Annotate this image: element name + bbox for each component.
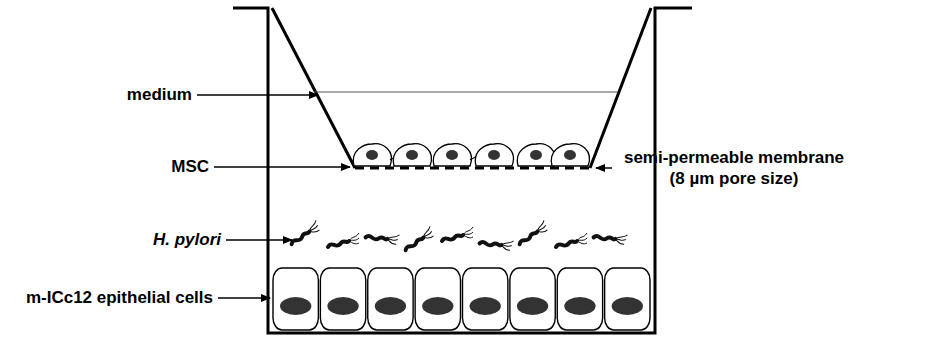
flagellum <box>615 236 625 242</box>
cell-line-label: m-ICc12 epithelial cells <box>26 287 213 308</box>
flagellum <box>386 239 396 245</box>
msc-nucleus <box>446 150 458 160</box>
flagellum <box>349 238 359 241</box>
h-pylori-cell <box>442 227 473 241</box>
h-pylori-cell <box>366 224 400 248</box>
h-pylori-cell <box>556 233 587 247</box>
bacterium-body <box>290 231 312 244</box>
epithelial-cell <box>273 268 318 330</box>
flagellum <box>423 234 433 240</box>
msc-nucleus <box>366 150 378 160</box>
h-pylori-cell <box>328 233 359 247</box>
epithelial-cell <box>463 268 508 330</box>
flagellum <box>421 226 433 237</box>
flagellum <box>614 239 624 245</box>
h-pylori-cell <box>401 226 435 250</box>
msc-cell <box>353 144 391 166</box>
medium-level <box>314 91 618 92</box>
flagellum <box>577 238 587 241</box>
flagellum <box>535 220 547 231</box>
epithelial-cell <box>320 268 365 330</box>
leader-arrow <box>226 239 292 241</box>
epithelial-cell <box>368 268 413 330</box>
well-outline <box>233 8 692 333</box>
epithelial-nucleus <box>612 297 643 315</box>
h-pylori-cell <box>515 220 549 244</box>
msc-nucleus <box>406 150 418 160</box>
epithelial-nucleus <box>280 297 311 315</box>
h-pylori-cell <box>594 224 628 248</box>
flagellum <box>501 242 511 248</box>
flagellum <box>349 241 359 244</box>
msc-cell <box>433 144 471 166</box>
msc-label: MSC <box>171 156 209 177</box>
bacterium-body <box>518 231 540 244</box>
epithelial-nucleus <box>564 297 595 315</box>
leader-arrow <box>218 297 270 299</box>
flagellum <box>387 236 397 242</box>
flagellum <box>537 228 547 234</box>
flagellum <box>577 233 587 241</box>
bacterium-body <box>404 237 426 250</box>
epithelial-cell <box>510 268 555 330</box>
flagellum <box>577 241 587 244</box>
membrane <box>355 167 590 170</box>
msc-nucleus <box>530 150 542 160</box>
bacterium-body <box>594 232 616 245</box>
msc-cell <box>393 144 431 166</box>
msc-cells <box>353 144 589 166</box>
epithelial-nucleus <box>327 297 358 315</box>
flagellum <box>536 225 546 231</box>
flagellum <box>500 245 510 251</box>
epithelial-cells <box>273 268 650 330</box>
flagellum <box>309 228 319 234</box>
bacteria <box>287 220 628 254</box>
flagellum <box>463 232 473 235</box>
flagellum <box>349 233 359 241</box>
bacterium-body <box>366 232 388 245</box>
msc-nucleus <box>488 150 500 160</box>
bacteria-label: H. pylori <box>153 229 221 250</box>
flagellum <box>463 235 473 238</box>
msc-cell <box>475 144 513 166</box>
h-pylori-cell <box>480 230 514 254</box>
epithelial-cell <box>605 268 650 330</box>
epithelial-cell <box>557 268 602 330</box>
msc-cell <box>551 144 589 166</box>
insert-wall <box>590 8 651 168</box>
bacterium-body <box>328 241 349 247</box>
bacterium-body <box>442 235 463 241</box>
insert-wall <box>272 8 355 168</box>
medium-label: medium <box>127 84 192 105</box>
epithelial-nucleus <box>470 297 501 315</box>
flagellum <box>307 220 319 231</box>
epithelial-nucleus <box>375 297 406 315</box>
bacterium-body <box>556 241 577 247</box>
msc-nucleus <box>564 150 576 160</box>
flagellum <box>422 231 432 237</box>
leader-arrow <box>197 94 318 96</box>
epithelial-cell <box>415 268 460 330</box>
epithelial-nucleus <box>422 297 453 315</box>
flagellum <box>308 225 318 231</box>
msc-cell <box>517 144 555 166</box>
epithelial-nucleus <box>517 297 548 315</box>
bacterium-body <box>480 238 502 251</box>
flagellum <box>463 227 473 235</box>
leader-arrow <box>596 167 612 169</box>
leader-arrow <box>214 166 350 168</box>
membrane-label: semi-permeable membrane (8 µm pore size) <box>616 147 852 189</box>
